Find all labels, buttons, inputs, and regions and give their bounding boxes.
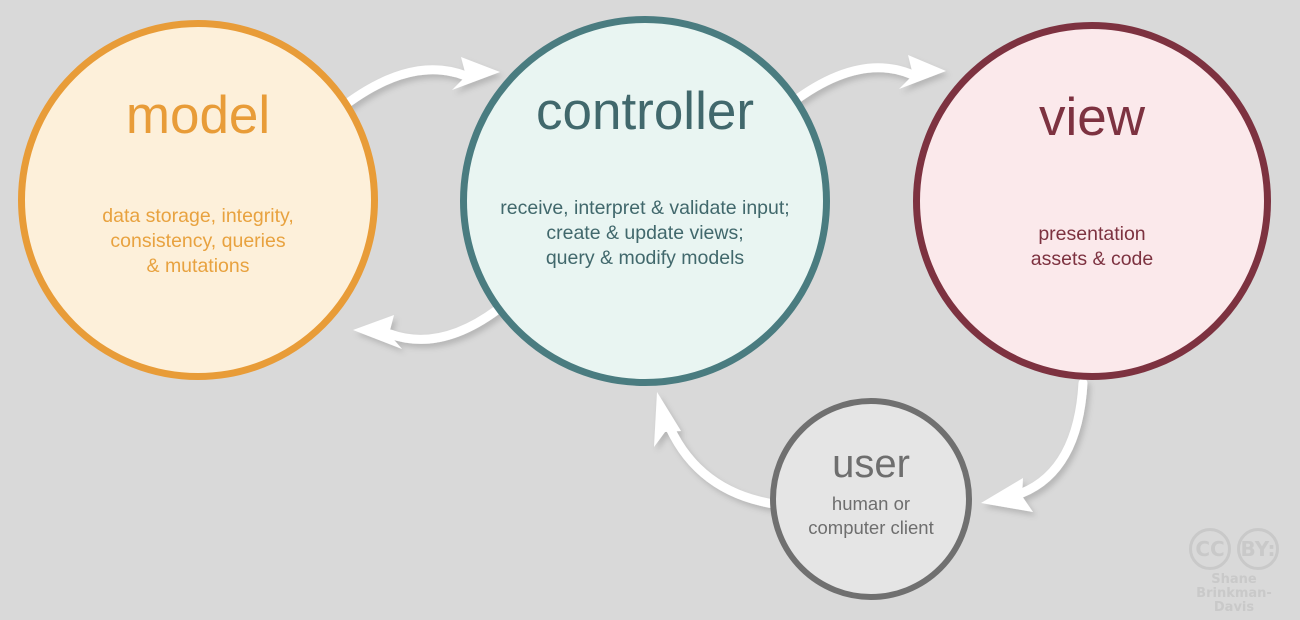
node-controller-description-line-3: query & modify models bbox=[545, 246, 745, 269]
arrow-controller-to-model bbox=[353, 305, 502, 349]
node-model-description-line-3: & mutations bbox=[146, 254, 250, 277]
attribution-by-icon: BY: bbox=[1237, 528, 1279, 570]
node-view-description-line-1: presentation bbox=[1038, 223, 1146, 245]
node-controller-description-line-1: receive, interpret & validate input; bbox=[500, 197, 790, 219]
node-model[interactable]: model data storage, integrity, consisten… bbox=[18, 20, 378, 380]
node-controller-description-line-2: create & update views; bbox=[546, 221, 744, 244]
node-model-description: data storage, integrity, consistency, qu… bbox=[102, 204, 294, 279]
cc-badge-icons: CC BY: bbox=[1189, 528, 1279, 570]
arrow-view-to-user bbox=[981, 378, 1088, 512]
arrow-user-to-controller bbox=[654, 392, 779, 509]
arrow-model-to-controller bbox=[340, 57, 500, 110]
node-model-description-line-2: consistency, queries bbox=[110, 229, 286, 252]
author-first-name: Shane bbox=[1211, 572, 1257, 587]
node-view[interactable]: view presentation assets & code bbox=[913, 22, 1271, 380]
node-controller-title: controller bbox=[536, 82, 754, 141]
node-user-description-line-1: human or bbox=[831, 493, 911, 514]
creative-commons-icon: CC bbox=[1189, 528, 1231, 570]
creative-commons-badge[interactable]: CC BY: Shane Brinkman-Davis bbox=[1178, 528, 1290, 615]
node-user[interactable]: user human or computer client bbox=[770, 398, 972, 600]
node-controller[interactable]: controller receive, interpret & validate… bbox=[460, 16, 830, 386]
arrow-controller-to-view bbox=[788, 55, 946, 107]
node-user-title: user bbox=[832, 442, 910, 486]
node-user-description: human or computer client bbox=[808, 492, 933, 539]
node-user-description-line-2: computer client bbox=[808, 516, 934, 538]
node-view-description-line-2: assets & code bbox=[1030, 247, 1154, 270]
node-view-description: presentation assets & code bbox=[1031, 222, 1153, 272]
node-model-description-line-1: data storage, integrity, bbox=[102, 205, 294, 227]
node-view-title: view bbox=[1038, 88, 1146, 147]
node-model-title: model bbox=[125, 86, 271, 145]
author-last-name: Brinkman-Davis bbox=[1196, 586, 1272, 616]
author-attribution: Shane Brinkman-Davis bbox=[1178, 572, 1290, 616]
node-controller-description: receive, interpret & validate input; cre… bbox=[500, 196, 789, 271]
